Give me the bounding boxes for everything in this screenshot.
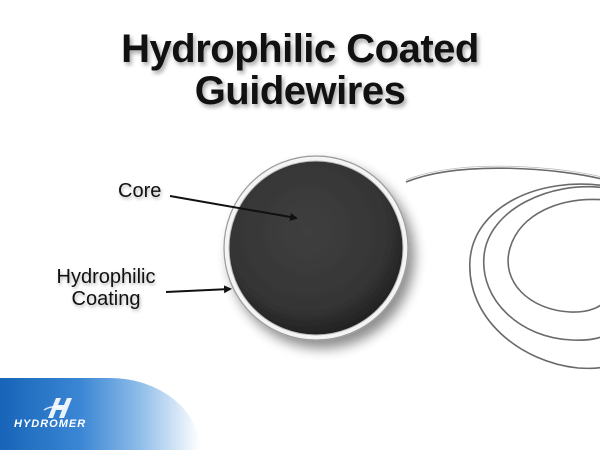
core-arrow (169, 195, 298, 221)
coating-label-line-1: Hydrophilic (56, 266, 156, 288)
core-label: Core (118, 180, 162, 202)
core-circle (228, 160, 404, 336)
coating-arrow (165, 285, 232, 294)
slide-title: Hydrophilic Coated Guidewires (0, 28, 600, 112)
coating-label-line-2: Coating (71, 288, 141, 310)
coating-label: Hydrophilic Coating (46, 266, 166, 310)
title-line-1: Hydrophilic Coated (121, 27, 479, 71)
logo-text: HYDROMER (14, 418, 87, 430)
title-line-2: Guidewires (194, 69, 406, 113)
hydromer-h-logo-icon (43, 398, 72, 418)
guidewire-cross-section (223, 155, 409, 341)
coiled-guidewire (405, 165, 600, 370)
